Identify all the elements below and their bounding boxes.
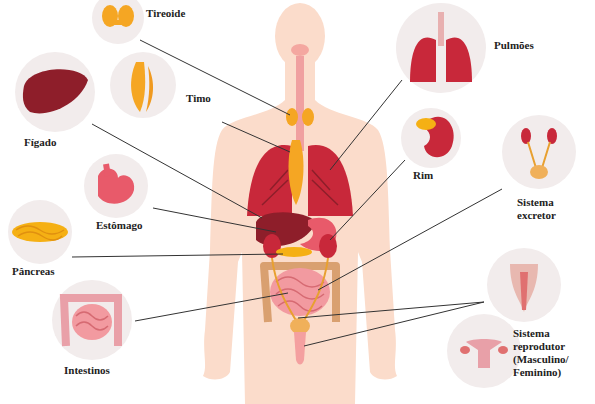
organ-icons xyxy=(12,5,557,368)
organ-label: Sistema excretor xyxy=(517,196,579,222)
organ-label: Tireoide xyxy=(146,7,185,20)
body-silhouette xyxy=(203,3,397,404)
organ-label: Intestinos xyxy=(64,364,110,377)
organ-label: Pâncreas xyxy=(12,265,55,278)
organ-label: Fígado xyxy=(24,136,56,149)
leader-lines xyxy=(72,40,502,346)
organ-label: Sistema reprodutor (Masculino/ Feminino) xyxy=(513,327,585,379)
organ-label: Rim xyxy=(413,169,433,182)
body-organs xyxy=(247,44,353,365)
organ-label: Timo xyxy=(186,92,211,105)
organ-label: Estômago xyxy=(96,219,142,232)
icon-circles xyxy=(8,0,576,388)
organ-label: Pulmões xyxy=(494,39,534,52)
